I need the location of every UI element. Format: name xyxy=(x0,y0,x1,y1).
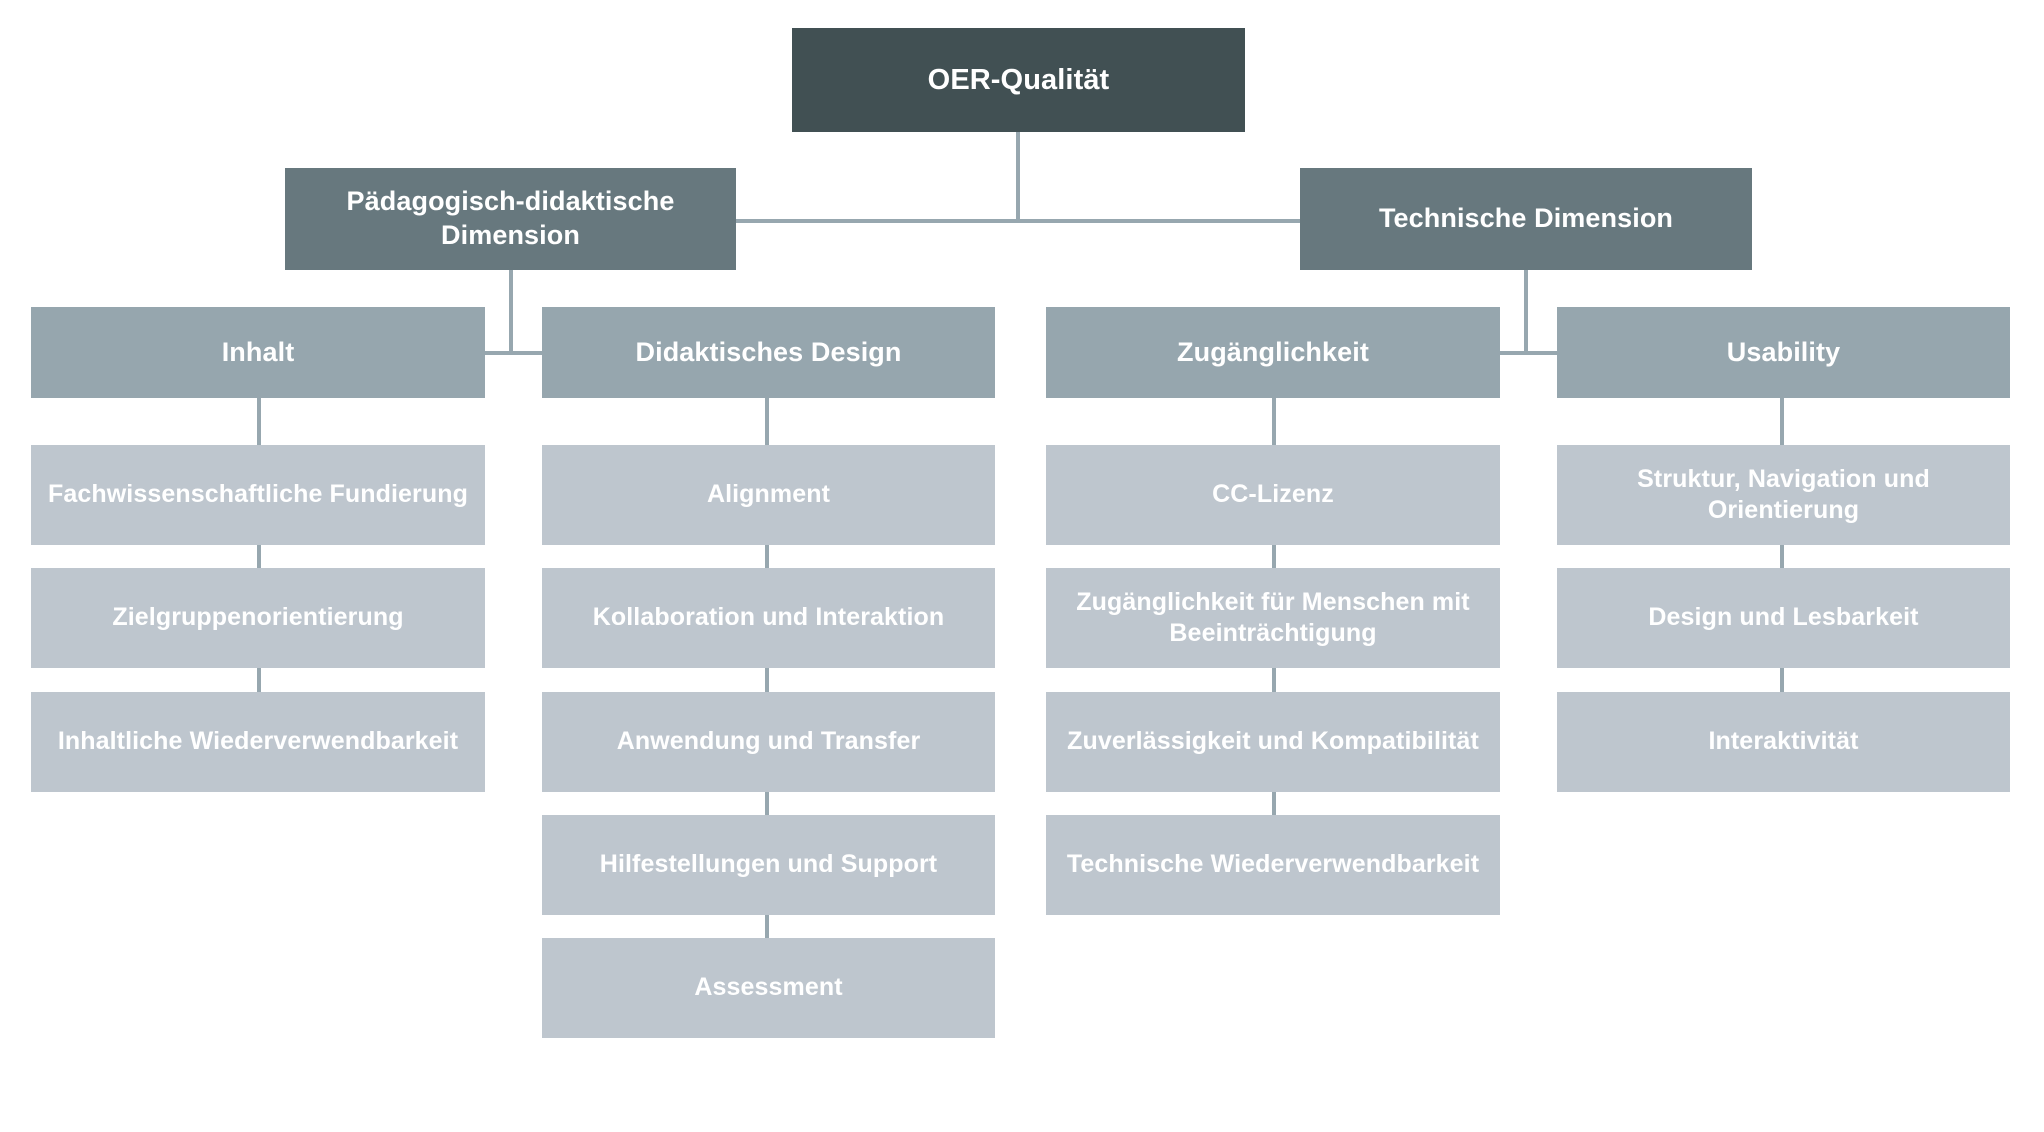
connector-didaktik-stem-5 xyxy=(765,915,769,938)
node-design-und-lesbarkeit[interactable]: Design und Lesbarkeit xyxy=(1557,568,2010,668)
connector-zugaenglichkeit-stem-3 xyxy=(1272,668,1276,692)
connector-usability-stem-3 xyxy=(1780,668,1784,692)
node-label: Zugänglichkeit xyxy=(1177,336,1369,367)
node-inhaltliche-wiederverwendbarkeit[interactable]: Inhaltliche Wiederverwendbarkeit xyxy=(31,692,485,792)
node-paedagogisch-didaktische-dimension[interactable]: Pädagogisch-didaktische Dimension xyxy=(285,168,736,270)
node-label: CC-Lizenz xyxy=(1212,480,1334,509)
connector-inhalt-stem-1 xyxy=(257,398,261,445)
node-anwendung-und-transfer[interactable]: Anwendung und Transfer xyxy=(542,692,995,792)
node-alignment[interactable]: Alignment xyxy=(542,445,995,545)
node-label: Inhalt xyxy=(221,336,295,367)
node-label: Usability xyxy=(1726,336,1841,367)
node-hilfestellungen-und-support[interactable]: Hilfestellungen und Support xyxy=(542,815,995,915)
node-zugaenglichkeit-fuer-menschen-mit-beeintraechtigung[interactable]: Zugänglichkeit für Menschen mit Beeinträ… xyxy=(1046,568,1500,668)
node-label: Interaktivität xyxy=(1708,727,1859,756)
node-struktur-navigation-und-orientierung[interactable]: Struktur, Navigation und Orientierung xyxy=(1557,445,2010,545)
node-label: Zielgruppenorientierung xyxy=(112,603,404,632)
node-label: OER-Qualität xyxy=(927,63,1110,96)
connector-zugaenglichkeit-stem-1 xyxy=(1272,398,1276,445)
connector-technical-bus xyxy=(1500,351,1557,355)
node-inhalt[interactable]: Inhalt xyxy=(31,307,485,398)
node-interaktivitaet[interactable]: Interaktivität xyxy=(1557,692,2010,792)
connector-usability-stem-1 xyxy=(1780,398,1784,445)
connector-inhalt-stem-2 xyxy=(257,545,261,568)
node-label: Hilfestellungen und Support xyxy=(599,850,938,879)
node-label: Kollaboration und Interaktion xyxy=(592,603,945,632)
connector-didaktik-stem-2 xyxy=(765,545,769,568)
node-label: Inhaltliche Wiederverwendbarkeit xyxy=(57,727,459,756)
node-zielgruppenorientierung[interactable]: Zielgruppenorientierung xyxy=(31,568,485,668)
node-label: Zugänglichkeit für Menschen mit Beeinträ… xyxy=(1076,587,1470,647)
node-label: Assessment xyxy=(694,973,843,1002)
node-label: Didaktisches Design xyxy=(635,336,902,367)
node-zuverlaessigkeit-und-kompatibilitaet[interactable]: Zuverlässigkeit und Kompatibilität xyxy=(1046,692,1500,792)
node-label: Fachwissenschaftliche Fundierung xyxy=(48,480,468,509)
node-label: Alignment xyxy=(706,480,831,509)
node-label: Anwendung und Transfer xyxy=(616,727,921,756)
node-technische-wiederverwendbarkeit[interactable]: Technische Wiederverwendbarkeit xyxy=(1046,815,1500,915)
connector-didaktik-stem-3 xyxy=(765,668,769,692)
connector-root-vertical xyxy=(1016,132,1020,223)
connector-didaktik-stem-1 xyxy=(765,398,769,445)
node-fachwissenschaftliche-fundierung[interactable]: Fachwissenschaftliche Fundierung xyxy=(31,445,485,545)
node-label: Technische Wiederverwendbarkeit xyxy=(1066,850,1480,879)
node-label: Zuverlässigkeit und Kompatibilität xyxy=(1067,727,1479,756)
connector-pedagogical-vertical xyxy=(509,270,513,355)
connector-dimension-bus xyxy=(736,219,1300,223)
node-zugaenglichkeit[interactable]: Zugänglichkeit xyxy=(1046,307,1500,398)
connector-pedagogical-bus xyxy=(485,351,542,355)
node-technische-dimension[interactable]: Technische Dimension xyxy=(1300,168,1752,270)
node-label: Technische Dimension xyxy=(1378,203,1674,234)
node-assessment[interactable]: Assessment xyxy=(542,938,995,1038)
node-label: Struktur, Navigation und Orientierung xyxy=(1637,464,1930,524)
connector-didaktik-stem-4 xyxy=(765,792,769,815)
node-kollaboration-und-interaktion[interactable]: Kollaboration und Interaktion xyxy=(542,568,995,668)
node-label: Pädagogisch-didaktische Dimension xyxy=(346,186,675,250)
node-label: Design und Lesbarkeit xyxy=(1648,603,1919,632)
node-oer-qualitaet[interactable]: OER-Qualität xyxy=(792,28,1245,132)
connector-inhalt-stem-3 xyxy=(257,668,261,692)
node-usability[interactable]: Usability xyxy=(1557,307,2010,398)
connector-zugaenglichkeit-stem-2 xyxy=(1272,545,1276,568)
node-cc-lizenz[interactable]: CC-Lizenz xyxy=(1046,445,1500,545)
connector-zugaenglichkeit-stem-4 xyxy=(1272,792,1276,815)
connector-usability-stem-2 xyxy=(1780,545,1784,568)
node-didaktisches-design[interactable]: Didaktisches Design xyxy=(542,307,995,398)
connector-technical-vertical xyxy=(1524,270,1528,355)
